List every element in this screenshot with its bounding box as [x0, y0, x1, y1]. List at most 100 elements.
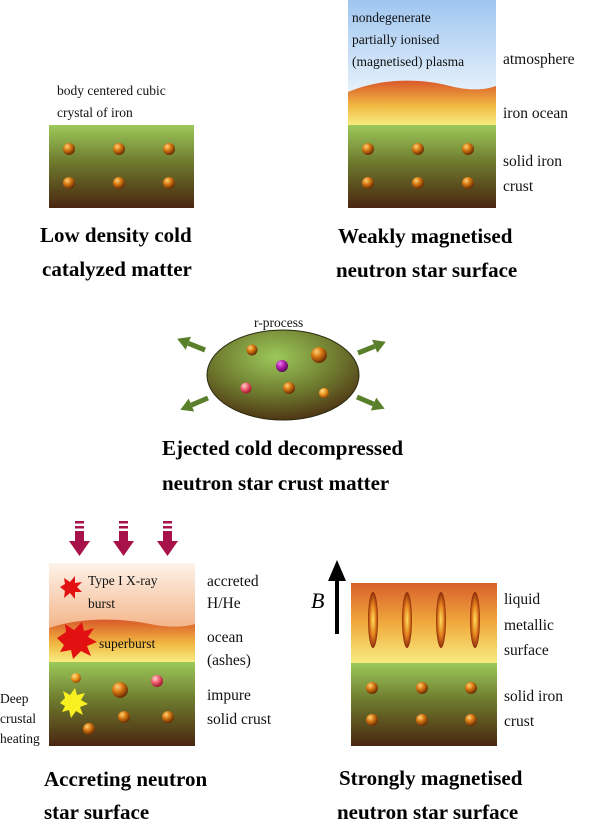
ejecta-blob	[206, 329, 360, 421]
iron-lattice	[362, 143, 474, 189]
iron-atom	[416, 714, 428, 726]
panel-strong-field: B liquid metallic surface solid iron cru…	[311, 560, 563, 822]
heating-label-line1: Deep	[0, 691, 29, 706]
iron-atom	[362, 177, 374, 189]
solid-iron-crust	[348, 125, 496, 208]
elongated-atom	[368, 592, 378, 648]
caption-ejected-line2: neutron star crust matter	[162, 471, 389, 495]
field-symbol-b: B	[311, 588, 324, 613]
burst-label-line2: burst	[88, 596, 115, 611]
iron-ocean-label: iron ocean	[503, 105, 568, 122]
nucleus	[118, 711, 130, 723]
panel-accreting: Type I X-ray burst superburst accreted H…	[0, 521, 272, 822]
iron-atom	[412, 177, 424, 189]
plasma-label-line1: nondegenerate	[352, 10, 431, 25]
magnetic-field-arrow	[328, 560, 346, 634]
elongated-atom	[402, 592, 412, 648]
panel-cold-matter: body centered cubic crystal of iron Low …	[40, 83, 194, 281]
crust-label-line1: solid iron	[503, 153, 562, 170]
superburst-icon	[57, 622, 97, 659]
iron-crystal-block	[49, 125, 194, 208]
ejecta-nuclei	[240, 344, 329, 398]
atmosphere-label: atmosphere	[503, 51, 575, 68]
surface-label-line1: liquid	[504, 591, 540, 608]
bcc-label-line2: crystal of iron	[57, 105, 133, 120]
iron-atom	[113, 177, 125, 189]
iron-atom	[465, 682, 477, 694]
accretion-arrow	[157, 521, 178, 556]
heating-label-line2: crustal	[0, 711, 36, 726]
plasma-label-line2: partially ionised	[352, 32, 440, 47]
bcc-label-line1: body centered cubic	[57, 83, 166, 98]
iron-ocean-layer	[348, 80, 496, 125]
ejecta-arrow-lower-left	[180, 395, 209, 412]
crust-label-line1: solid iron	[504, 688, 563, 705]
nucleus	[240, 382, 252, 394]
ocean-label-line1: ocean	[207, 629, 243, 646]
ejecta-arrow-upper-right	[357, 339, 386, 356]
iron-atom	[63, 177, 75, 189]
type-i-burst-icon	[60, 576, 82, 599]
iron-atom	[462, 143, 474, 155]
iron-atom	[412, 143, 424, 155]
iron-atom	[362, 143, 374, 155]
nucleus	[151, 675, 163, 687]
elongated-atoms	[368, 592, 480, 648]
iron-lattice	[63, 143, 175, 189]
nucleus	[83, 723, 95, 735]
iron-atom	[465, 714, 477, 726]
elongated-atom	[436, 592, 446, 648]
iron-atom	[416, 682, 428, 694]
surface-label-line2: metallic	[504, 617, 554, 634]
caption-weak-line1: Weakly magnetised	[338, 224, 513, 248]
nucleus	[319, 388, 329, 398]
heating-label-line3: heating	[0, 731, 40, 746]
caption-cold-line1: Low density cold	[40, 223, 192, 247]
caption-weak-line2: neutron star surface	[336, 258, 517, 282]
iron-atom	[163, 143, 175, 155]
iron-atom	[113, 143, 125, 155]
caption-cold-line2: catalyzed matter	[42, 257, 192, 281]
elongated-atom	[470, 592, 480, 648]
caption-strong-line2: neutron star surface	[337, 800, 518, 822]
nucleus	[71, 673, 81, 683]
accreted-label-line1: accreted	[207, 573, 259, 590]
iron-atom	[163, 177, 175, 189]
nucleus	[283, 382, 295, 394]
rprocess-label: r-process	[254, 315, 303, 330]
plasma-label-line3: (magnetised) plasma	[352, 54, 464, 69]
nucleus	[246, 344, 258, 356]
accretion-arrows	[69, 521, 178, 556]
nucleus	[276, 360, 288, 372]
iron-atom	[63, 143, 75, 155]
accretion-arrow	[69, 521, 90, 556]
ejecta-arrow-lower-right	[356, 394, 385, 411]
crust-label-line2: crust	[503, 178, 534, 195]
solid-iron-crust	[351, 663, 497, 746]
ejecta-arrow-upper-left	[177, 336, 206, 353]
panel-weak-field: nondegenerate partially ionised (magneti…	[336, 0, 575, 282]
ocean-label-line2: (ashes)	[207, 652, 251, 669]
iron-atom	[462, 177, 474, 189]
impure-crust-label-line1: impure	[207, 687, 251, 704]
iron-atom	[366, 682, 378, 694]
nucleus	[311, 347, 327, 363]
ejecta-arrows	[177, 336, 386, 412]
atmosphere-layer	[348, 0, 496, 95]
panel-ejected: r-process Ejected cold decompressed	[162, 315, 403, 495]
nucleus	[112, 682, 128, 698]
superburst-label: superburst	[99, 636, 155, 651]
accretion-arrow	[113, 521, 134, 556]
burst-label-line1: Type I X-ray	[88, 573, 158, 588]
iron-lattice	[366, 682, 477, 726]
iron-atom	[366, 714, 378, 726]
crust-label-line2: crust	[504, 713, 535, 730]
caption-strong-line1: Strongly magnetised	[339, 766, 523, 790]
impure-crust-label-line2: solid crust	[207, 711, 272, 728]
accreted-label-line2: H/He	[207, 595, 241, 612]
crustal-heating-icon	[60, 688, 88, 718]
nucleus	[162, 711, 174, 723]
caption-accreting-line2: star surface	[44, 800, 149, 822]
impure-crust-nuclei	[71, 673, 174, 735]
